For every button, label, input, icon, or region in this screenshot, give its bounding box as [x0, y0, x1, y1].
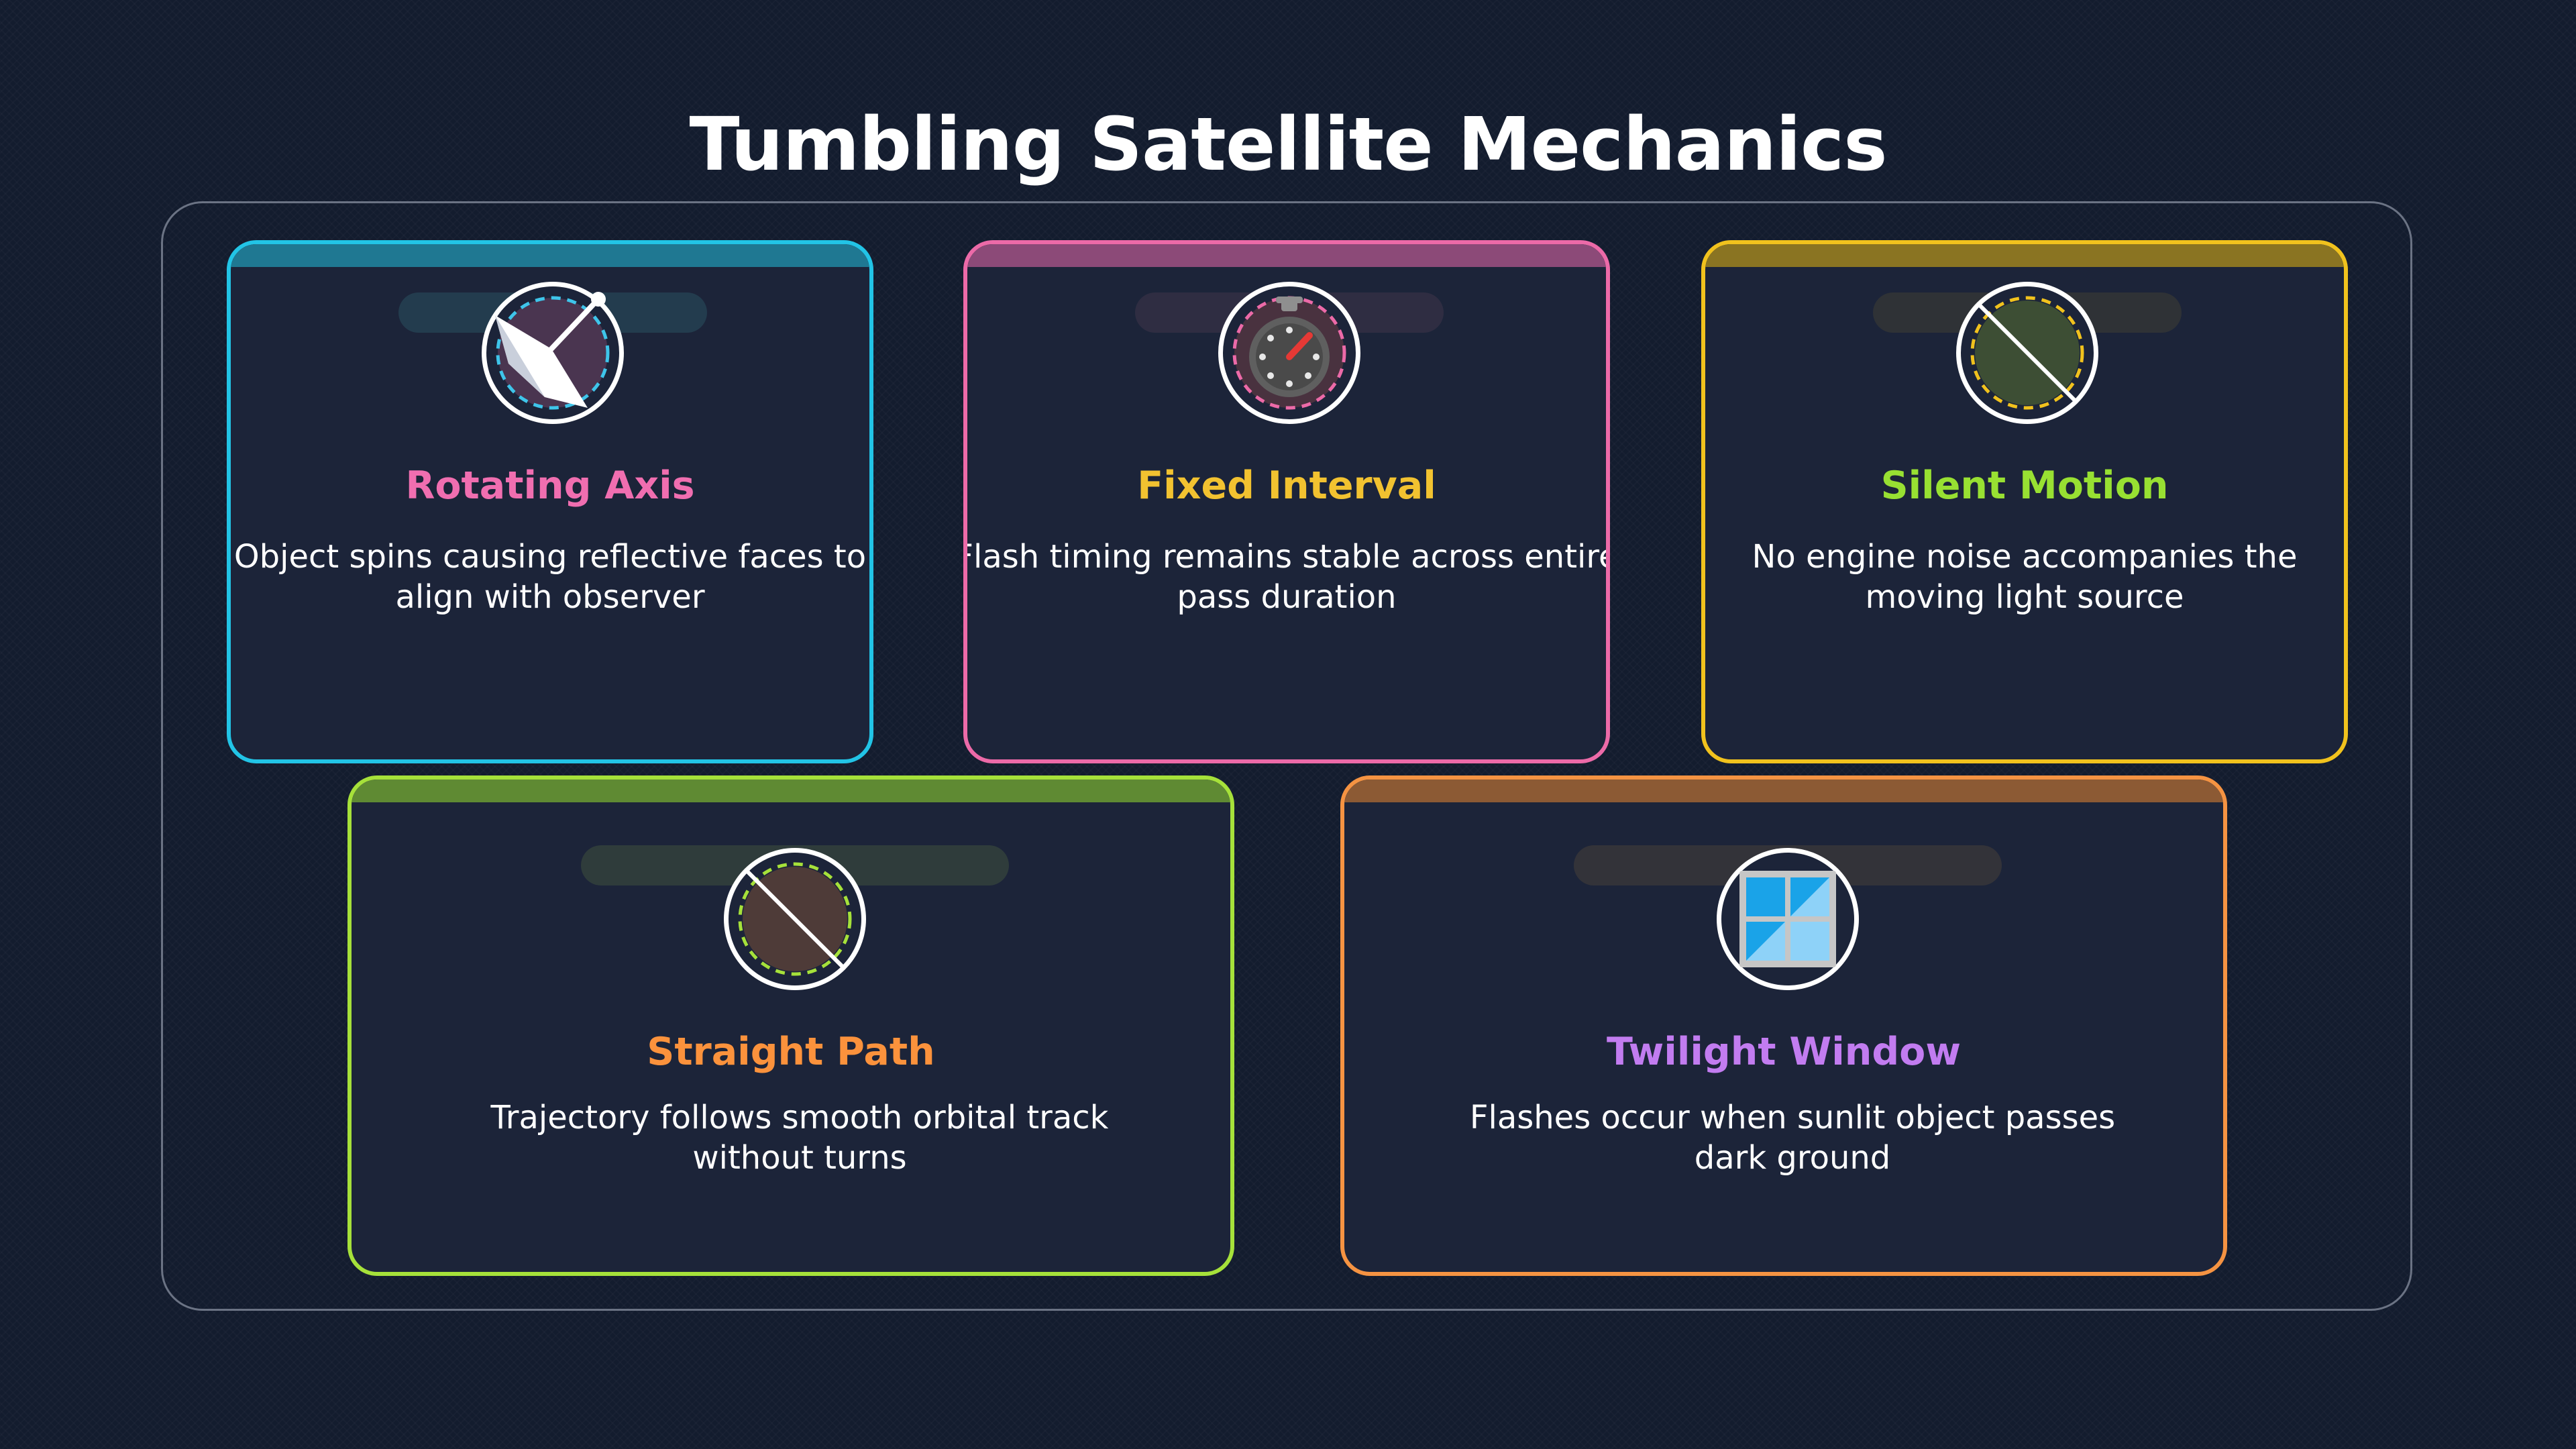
card-silent-motion: Silent Motion No engine noise accompanie…	[1701, 240, 2348, 763]
stopwatch-icon	[1216, 279, 1363, 427]
card-accent-bar	[352, 780, 1230, 802]
card-description: Trajectory follows smooth orbital track …	[490, 1099, 1109, 1177]
card-title: Rotating Axis	[405, 464, 695, 508]
card-description: Object spins causing reflective faces to…	[233, 538, 867, 616]
card-accent-bar	[231, 244, 869, 267]
diagram-frame	[161, 201, 2412, 1311]
card-accent-bar	[1705, 244, 2344, 267]
card-straight-path: Straight Path Trajectory follows smooth …	[347, 775, 1234, 1276]
card-accent-bar	[1344, 780, 2223, 802]
spinning-satellite-icon	[479, 279, 627, 427]
no-sound-icon	[1953, 279, 2101, 427]
card-description: No engine noise accompanies the moving l…	[1752, 538, 2298, 616]
card-twilight-window: Twilight Window Flashes occur when sunli…	[1340, 775, 2227, 1276]
card-title: Twilight Window	[1607, 1030, 1961, 1074]
card-title: Fixed Interval	[1137, 464, 1436, 508]
card-description: Flash timing remains stable across entir…	[963, 538, 1610, 616]
page-title: Tumbling Satellite Mechanics	[689, 101, 1887, 187]
window-icon	[1714, 845, 1862, 993]
card-rotating-axis: Rotating Axis Object spins causing refle…	[227, 240, 873, 763]
no-turn-icon	[721, 845, 869, 993]
card-fixed-interval: Fixed Interval Flash timing remains stab…	[963, 240, 1610, 763]
card-title: Straight Path	[647, 1030, 935, 1074]
card-title: Silent Motion	[1880, 464, 2169, 508]
card-description: Flashes occur when sunlit object passes …	[1469, 1099, 2116, 1177]
card-accent-bar	[967, 244, 1606, 267]
